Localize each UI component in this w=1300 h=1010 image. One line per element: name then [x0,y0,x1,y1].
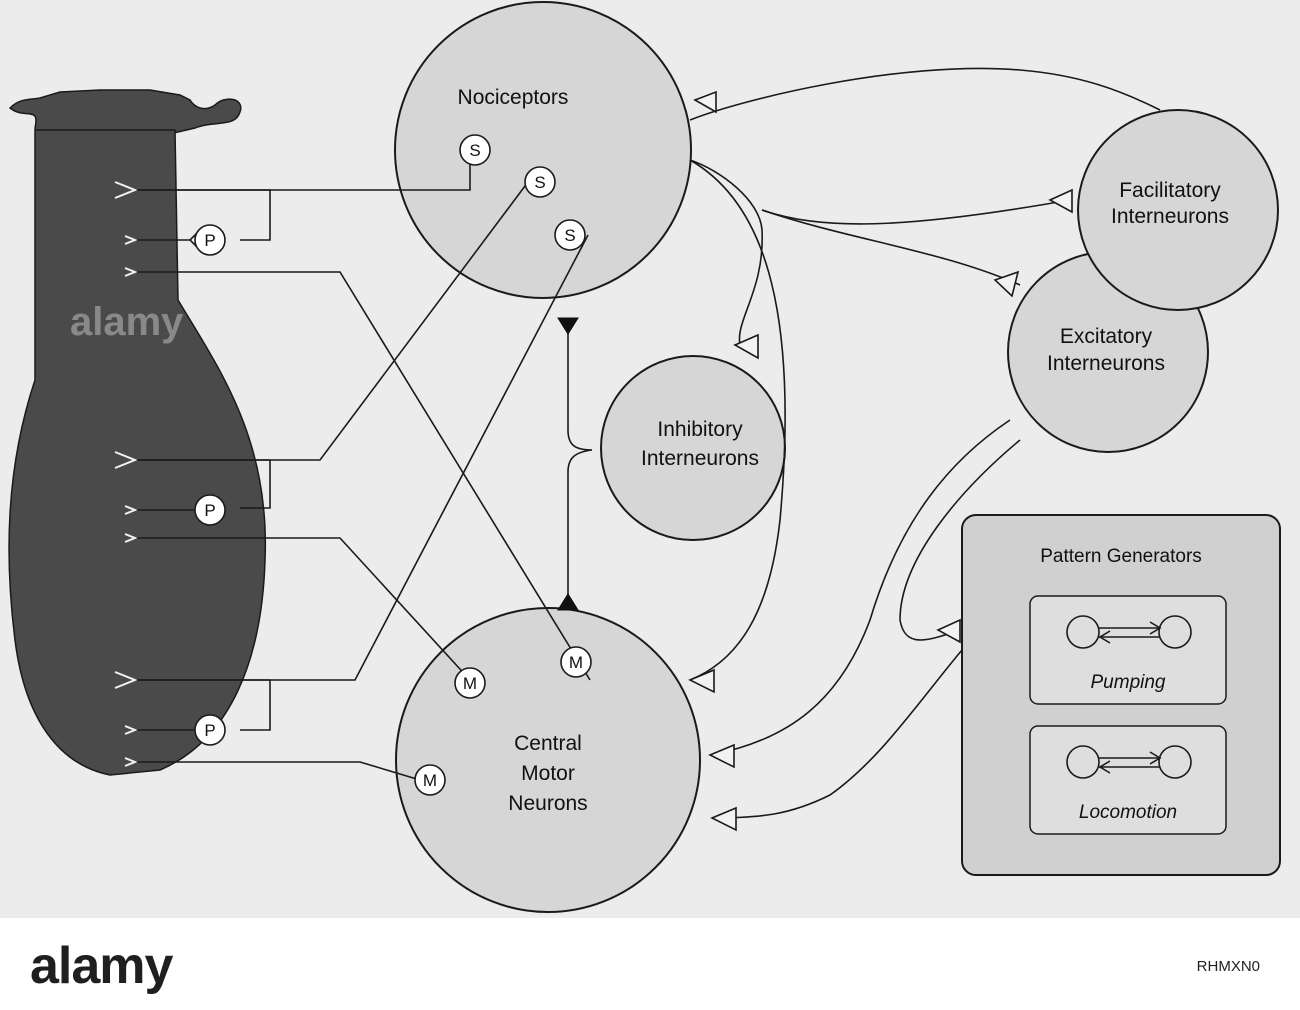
pressure-node-2 [194,494,226,526]
leech-trunk [8,129,267,776]
inhibitory-label-1: Inhibitory [657,418,743,441]
motor-node-3 [414,764,446,796]
nociceptors-label: Nociceptors [458,86,569,109]
motor-letter-2: M [569,653,583,672]
connection-lines [135,67,1161,819]
motor-letter-3: M [423,771,437,790]
facilitatory-label-1: Facilitatory [1119,179,1221,202]
locomotion-box [1029,725,1227,835]
pumping-box [1029,595,1227,705]
motor-label-2: Motor [521,762,575,785]
pressure-letter-2: P [204,501,215,520]
facilitatory-circle [1077,109,1279,311]
inhibitory-arrowheads [557,317,579,611]
motor-node-1 [454,667,486,699]
pressure-letter-1: P [204,231,215,250]
watermark: alamy [70,300,184,344]
central-motor-circle [395,607,701,913]
facilitatory-label-2: Interneurons [1111,205,1229,228]
sensory-letter-2: S [534,173,545,192]
pressure-node-1 [194,224,226,256]
pumping-oscillator-icon [1066,615,1192,649]
sensory-node-2 [524,166,556,198]
pressure-node-3 [194,714,226,746]
pumping-label: Pumping [1091,672,1166,693]
footer-bar: alamy RHMXN0 [0,918,1300,1010]
sensory-letter-3: S [564,226,575,245]
neural-circuit-diagram: Nociceptors Facilitatory Interneurons Ex… [8,1,1281,913]
excitatory-label-2: Interneurons [1047,352,1165,375]
pressure-letter-3: P [204,721,215,740]
motor-label-1: Central [514,732,582,755]
image-id: RHMXN0 [1196,958,1260,975]
sensory-letter-1: S [469,141,480,160]
small-nodes [194,134,592,796]
locomotion-oscillator-icon [1066,745,1192,779]
motor-letter-1: M [463,674,477,693]
figure-area: Nociceptors Facilitatory Interneurons Ex… [0,0,1300,918]
locomotion-label: Locomotion [1079,802,1177,823]
excitatory-label-1: Excitatory [1060,325,1153,348]
body-receptor-markers [114,181,138,767]
synapse-markers [188,90,1073,832]
brand-logo: alamy [30,937,173,995]
sensory-node-3 [554,219,586,251]
pattern-generators-title: Pattern Generators [1040,546,1202,567]
nociceptors-circle [394,1,692,299]
motor-label-3: Neurons [508,792,587,815]
motor-node-2 [560,646,592,678]
sensory-node-1 [459,134,491,166]
inhibitory-label-2: Interneurons [641,447,759,470]
